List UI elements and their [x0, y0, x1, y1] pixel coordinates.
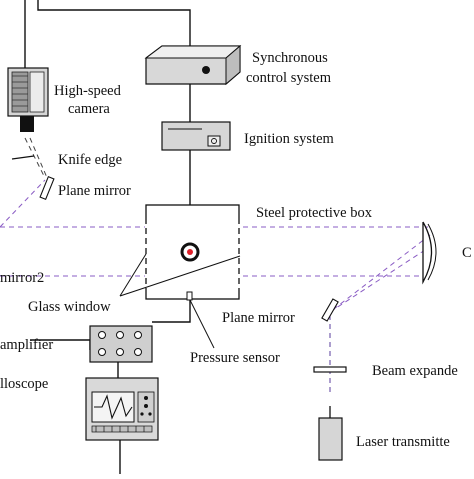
- beam-diverging: [329, 234, 431, 313]
- label-knife-edge: Knife edge: [58, 152, 122, 168]
- laser-beam-paths: [0, 137, 431, 394]
- label-plane-mirror-left: Plane mirror: [58, 183, 131, 199]
- label-beam-expander: Beam expande: [372, 363, 458, 379]
- laser-transmitter: [318, 406, 343, 461]
- beam-to-mirror: [329, 249, 426, 313]
- label-steel-box: Steel protective box: [256, 205, 373, 221]
- oscilloscope: [85, 377, 159, 441]
- power-indicator-icon: [202, 66, 210, 74]
- high-speed-camera: [7, 67, 49, 132]
- plane-mirror-right: [321, 298, 339, 322]
- glass-window-leaders: [119, 253, 241, 297]
- steel-protective-box: [145, 204, 240, 301]
- label-camera: camera: [68, 101, 110, 117]
- beam-knife-to-camera-2: [29, 137, 49, 181]
- beam-knife-to-camera: [24, 137, 46, 179]
- beam-to-plane-mirror-left: [0, 179, 46, 228]
- label-oscilloscope: lloscope: [0, 376, 48, 392]
- label-control-system: control system: [246, 70, 332, 86]
- label-ignition-system: Ignition system: [244, 131, 335, 147]
- plane-mirror-left: [39, 175, 55, 201]
- charge-amplifier: [89, 325, 153, 363]
- beam-expander: [313, 366, 347, 373]
- knife-edge: [11, 155, 35, 160]
- label-synchronous: Synchronous: [252, 50, 328, 66]
- label-glass-window: Glass window: [28, 299, 111, 315]
- synchronous-control-system: [144, 44, 242, 86]
- label-laser-transmitter: Laser transmitte: [356, 434, 450, 450]
- label-plane-mirror-right: Plane mirror: [222, 310, 295, 326]
- pressure-sensor-leader: [189, 299, 215, 349]
- ignition-system: [161, 121, 231, 151]
- label-mirror2: mirror2: [0, 270, 44, 286]
- label-amplifier: amplifier: [0, 337, 53, 353]
- label-pressure-sensor: Pressure sensor: [190, 350, 280, 366]
- label-high-speed: High-speed: [54, 83, 122, 99]
- label-concave-mirror: C: [462, 245, 472, 261]
- concave-mirror-right: [422, 221, 437, 285]
